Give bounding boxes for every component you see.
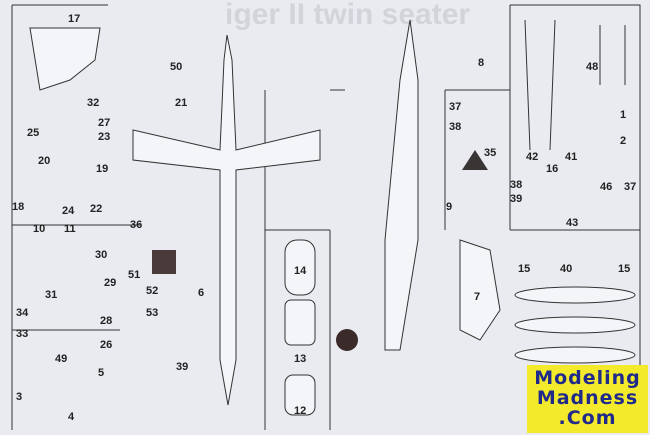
part-num: 24 — [62, 205, 75, 217]
sprue-frame-right — [444, 4, 641, 430]
part-num: 33 — [16, 328, 28, 340]
part-num: 26 — [100, 339, 112, 351]
part-num: 37 — [624, 181, 636, 193]
part-num: 30 — [95, 249, 107, 261]
part-num: 14 — [294, 265, 307, 277]
part-13-canopy — [284, 299, 316, 346]
part-17-fin — [29, 27, 101, 91]
part-num: 9 — [446, 201, 452, 213]
part-num: 41 — [565, 151, 577, 163]
part-num: 1 — [620, 109, 626, 121]
part-num: 15 — [618, 263, 630, 275]
part-num: 2 — [620, 135, 626, 147]
part-num: 6 — [198, 287, 204, 299]
part-num: 18 — [12, 201, 24, 213]
part-num: 11 — [64, 223, 76, 235]
part-num: 22 — [90, 203, 102, 215]
part-num: 20 — [38, 155, 50, 167]
part-14-canopy — [284, 239, 316, 296]
heading-showthrough: iger II twin seater — [225, 0, 471, 31]
part-num: 49 — [55, 353, 67, 365]
part-num: 52 — [146, 285, 158, 297]
part-num: 38 — [449, 121, 461, 133]
part-num: 36 — [130, 219, 142, 231]
decal-triangle — [462, 150, 488, 170]
part-num: 28 — [100, 315, 112, 327]
part-num: 19 — [96, 163, 108, 175]
part-num: 23 — [98, 131, 110, 143]
fuselage-top-view — [132, 34, 321, 406]
part-num: 34 — [16, 307, 29, 319]
part-num: 15 — [518, 263, 530, 275]
fuselage-side-view — [384, 19, 419, 351]
part-num: 5 — [98, 367, 104, 379]
part-42-41-rails — [524, 19, 556, 151]
part-numbers: 17 50 21 32 27 25 23 20 19 18 24 22 36 1… — [12, 13, 636, 423]
part-num: 8 — [478, 57, 484, 69]
part-num: 31 — [45, 289, 57, 301]
part-num: 42 — [526, 151, 538, 163]
part-num: 32 — [87, 97, 99, 109]
part-num: 38 — [510, 179, 522, 191]
part-num: 51 — [128, 269, 140, 281]
modeling-madness-logo: Modeling Madness .Com — [527, 365, 648, 433]
part-num: 7 — [474, 291, 480, 303]
part-num: 39 — [176, 361, 188, 373]
part-num: 40 — [560, 263, 572, 275]
part-num: 35 — [484, 147, 496, 159]
part-num: 17 — [68, 13, 80, 25]
part-num: 16 — [546, 163, 558, 175]
decal-square — [152, 250, 176, 274]
part-num: 43 — [566, 217, 578, 229]
part-num: 29 — [104, 277, 116, 289]
part-num: 12 — [294, 405, 306, 417]
part-num: 3 — [16, 391, 22, 403]
part-num: 50 — [170, 61, 182, 73]
decal-circle — [336, 329, 358, 351]
logo-line-1: Modeling — [534, 367, 641, 389]
part-7 — [459, 239, 501, 341]
part-num: 27 — [98, 117, 110, 129]
logo-line-2: Madness — [536, 387, 639, 409]
part-num: 37 — [449, 101, 461, 113]
logo-line-3: .Com — [558, 407, 617, 429]
part-num: 4 — [68, 411, 75, 423]
drop-tank-1 — [514, 286, 636, 304]
part-num: 46 — [600, 181, 612, 193]
part-12-canopy — [284, 374, 316, 416]
part-num: 21 — [175, 97, 187, 109]
drop-tank-3 — [514, 346, 636, 364]
part-num: 48 — [586, 61, 598, 73]
sprue-frame-left — [11, 4, 345, 430]
part-num: 10 — [33, 223, 45, 235]
part-48-missiles — [599, 25, 626, 85]
part-num: 53 — [146, 307, 158, 319]
drop-tank-2 — [514, 316, 636, 334]
part-num: 13 — [294, 353, 306, 365]
part-num: 25 — [27, 127, 39, 139]
part-num: 39 — [510, 193, 522, 205]
